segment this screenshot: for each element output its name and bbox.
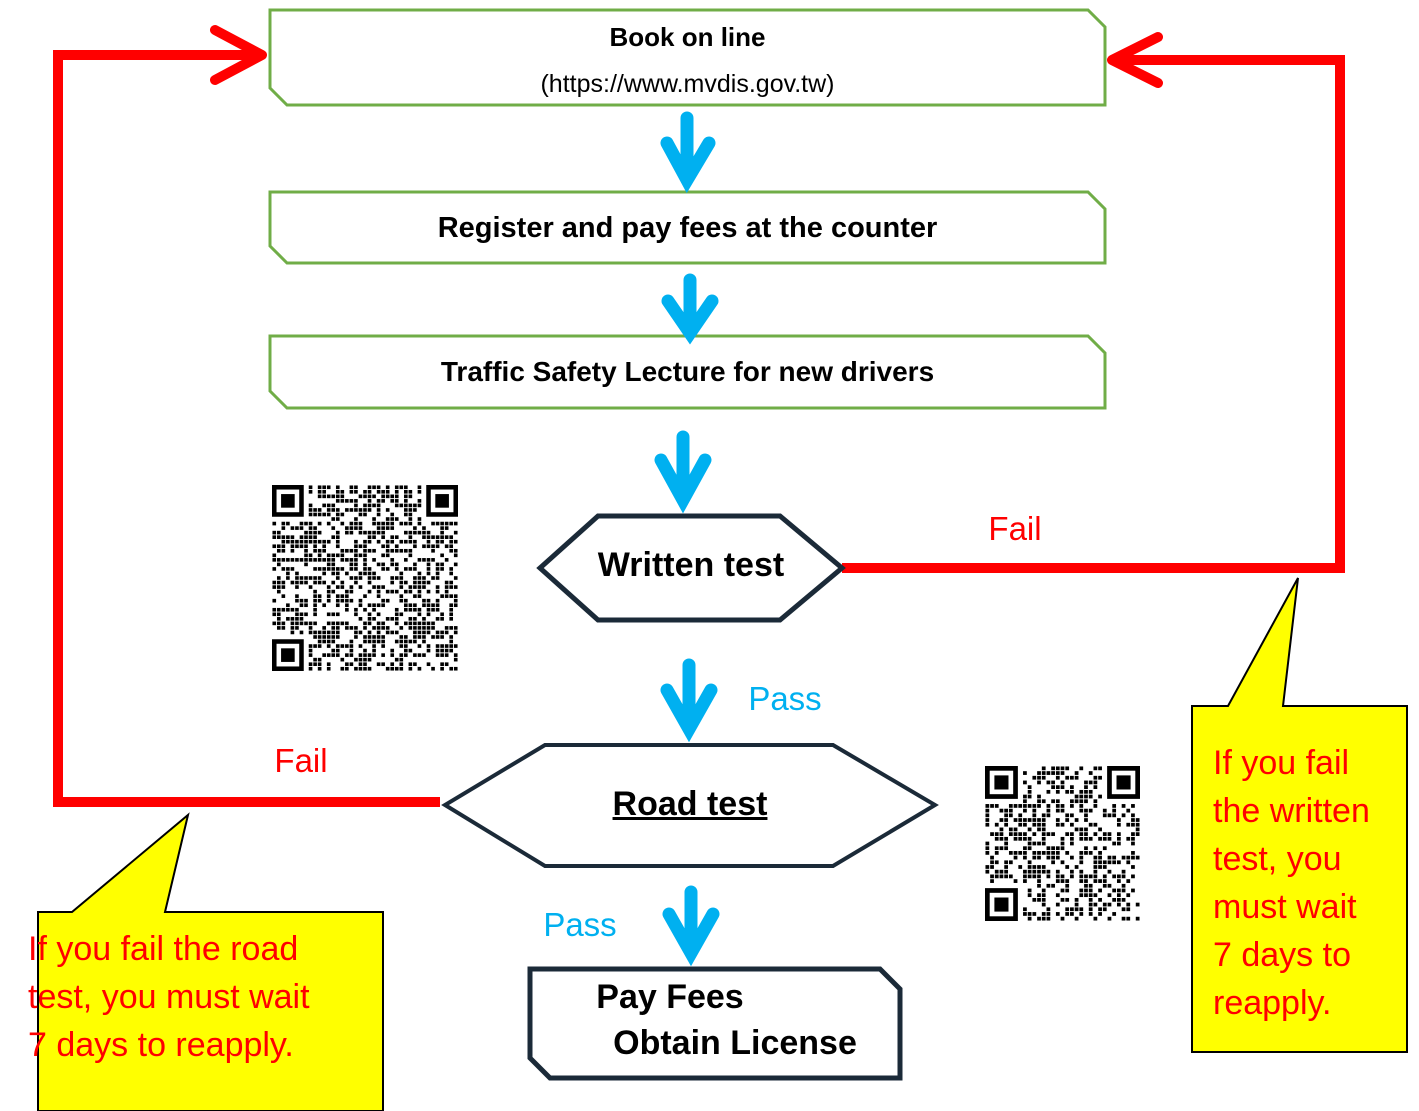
register-box <box>268 190 1107 265</box>
qr-code-left <box>272 485 458 671</box>
written-pass-label: Pass <box>748 680 822 717</box>
road-fail-loop-line <box>53 50 440 807</box>
register-label: Register and pay fees at the counter <box>437 212 938 244</box>
license-line-1: Pay Fees <box>596 978 744 1016</box>
license-box <box>527 966 903 1081</box>
road-pass-label: Pass <box>543 906 617 943</box>
license-line-2: Obtain License <box>613 1024 857 1062</box>
road-test-label: Road test <box>612 785 768 823</box>
flow-arrow-4 <box>660 658 718 743</box>
flow-arrow-1 <box>660 111 716 194</box>
flow-arrow-2 <box>661 273 719 345</box>
flow-arrow-3 <box>654 430 712 514</box>
book-online-box <box>268 8 1107 107</box>
book-online-title: Book on line <box>609 22 766 52</box>
lecture-label: Traffic Safety Lecture for new drivers <box>440 356 935 387</box>
road-fail-arrowhead <box>210 25 267 85</box>
written-test-hexagon <box>536 513 846 623</box>
lecture-box <box>268 334 1107 410</box>
written-fail-arrowhead <box>1107 32 1163 88</box>
road-fail-callout <box>37 812 384 1111</box>
written-fail-callout <box>1191 577 1408 1053</box>
written-fail-loop-line <box>842 55 1345 573</box>
flow-arrow-5 <box>662 885 720 967</box>
written-fail-note: If you fail the written test, you must w… <box>1213 744 1370 1022</box>
road-test-hexagon <box>441 743 939 868</box>
written-test-label: Written test <box>597 546 785 584</box>
road-fail-note: If you fail the road test, you must wait… <box>28 930 310 1064</box>
road-fail-label: Fail <box>274 742 328 779</box>
qr-code-right <box>985 766 1140 921</box>
written-fail-label: Fail <box>988 510 1042 547</box>
book-online-url[interactable]: (https://www.mvdis.gov.tw) <box>540 70 835 98</box>
